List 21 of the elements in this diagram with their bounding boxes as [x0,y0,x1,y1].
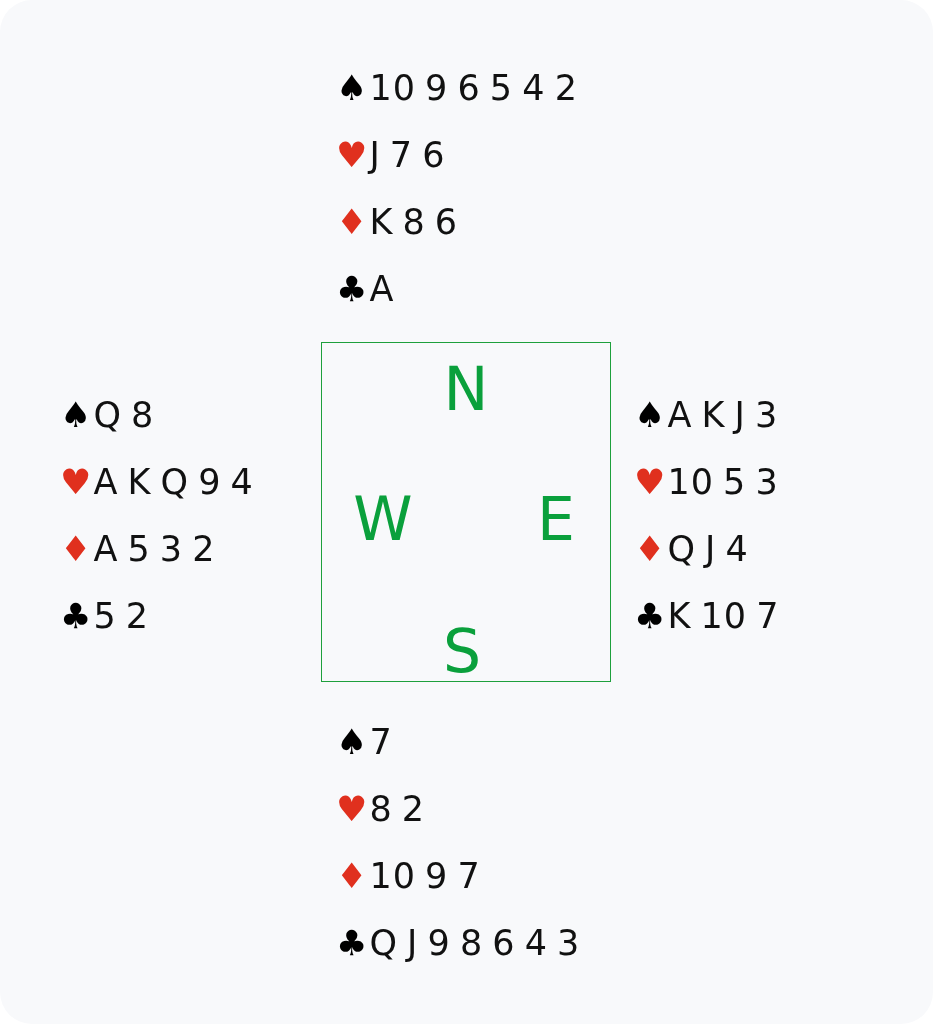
suit-holding: ♦10 9 7 [336,855,481,898]
suit-holding: ♣K 10 7 [634,595,780,638]
suit-holding: ♥J 7 6 [336,134,446,177]
suit-holding: ♥10 5 3 [634,461,779,504]
direction-letter: E [537,487,575,551]
suit-holding: ♥8 2 [336,788,426,831]
suit-holding: ♠10 9 6 5 4 2 [336,67,578,110]
compass-box [321,342,611,682]
direction-letter: W [353,487,413,551]
suit-holding: ♦K 8 6 [336,201,459,244]
direction-letter: S [442,619,482,683]
direction-letter: N [443,357,489,421]
suit-holding: ♠Q 8 [60,394,155,437]
suit-holding: ♦Q J 4 [634,528,749,571]
suit-holding: ♠A K J 3 [634,394,779,437]
suit-holding: ♦A 5 3 2 [60,528,216,571]
suit-holding: ♠7 [336,721,393,764]
suit-holding: ♣Q J 9 8 6 4 3 [336,922,581,965]
suit-holding: ♥A K Q 9 4 [60,461,254,504]
suit-holding: ♣5 2 [60,595,150,638]
suit-holding: ♣A [336,268,395,311]
